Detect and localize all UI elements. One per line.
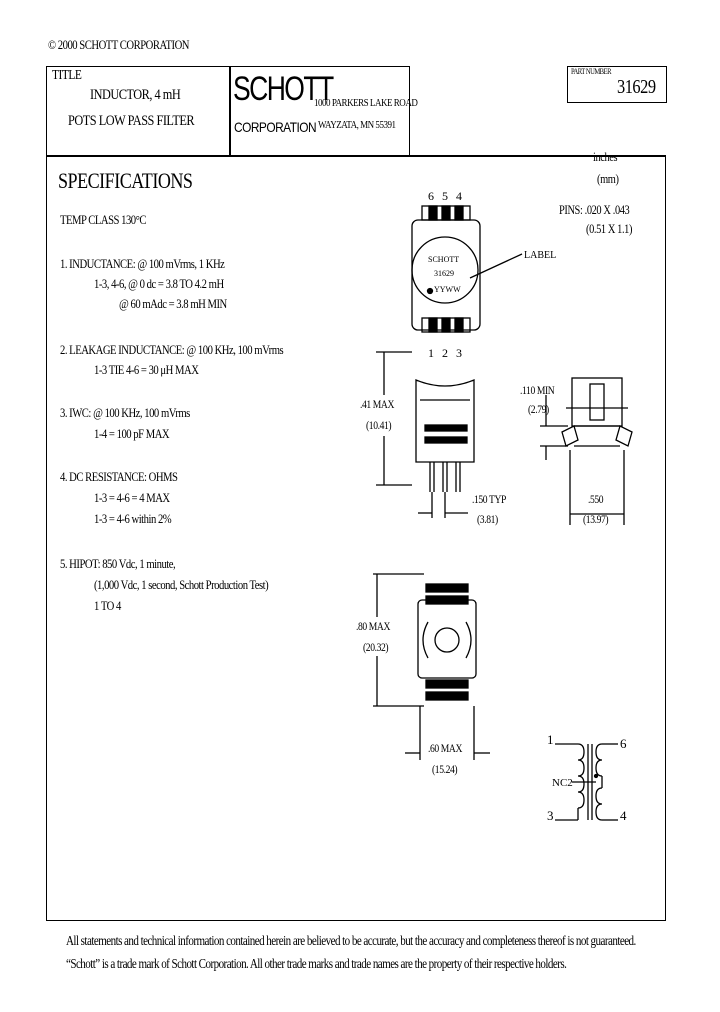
address-line-1: 1000 PARKERS LAKE ROAD (314, 97, 418, 109)
dim-width-in: .60 MAX (428, 741, 463, 755)
dim-pitch-mm: (3.81) (477, 512, 498, 526)
spec-2-line-1: 2. LEAKAGE INDUCTANCE: @ 100 KHz, 100 mV… (60, 342, 284, 357)
dim-height-in: .41 MAX (360, 397, 395, 411)
temp-class: TEMP CLASS 130°C (60, 212, 147, 227)
part-number-box (567, 66, 667, 103)
dim-row-spacing-in: .550 (588, 492, 604, 506)
specifications-panel (46, 156, 666, 921)
dim-pitch-in: .150 TYP (472, 492, 506, 506)
part-number-label: PART NUMBER (571, 67, 611, 76)
spec-5-line-2: (1,000 Vdc, 1 second, Schott Production … (94, 577, 269, 592)
spec-3-line-2: 1-4 = 100 pF MAX (94, 426, 170, 441)
pin-2-bottom: 2 (442, 346, 448, 360)
pin-4-top: 4 (456, 189, 462, 203)
dim-width-mm: (15.24) (432, 762, 458, 776)
spec-4-line-2: 1-3 = 4-6 = 4 MAX (94, 490, 170, 505)
side-view (376, 351, 475, 518)
spec-5-line-3: 1 TO 4 (94, 598, 121, 613)
spec-1-line-2: 1-3, 4-6, @ 0 dc = 3.8 TO 4.2 mH (94, 276, 224, 291)
title-line-2: POTS LOW PASS FILTER (68, 113, 195, 129)
corporation-label: CORPORATION (234, 119, 317, 135)
schott-logo: SCHOTT (233, 70, 334, 108)
dim-standoff-mm: (2.79) (528, 402, 549, 416)
copyright-notice: © 2000 SCHOTT CORPORATION (48, 37, 190, 52)
title-line-1: INDUCTOR, 4 mH (90, 87, 181, 103)
schematic-pin-6: 6 (620, 736, 627, 751)
units-inches: inches (593, 149, 618, 164)
label-line-3: YYWW (434, 285, 461, 294)
title-label: TITLE (52, 68, 82, 83)
label-callout: LABEL (524, 250, 556, 261)
dim-row-spacing-mm: (13.97) (583, 512, 609, 526)
address-line-2: WAYZATA, MN 55391 (318, 119, 396, 131)
specifications-heading: SPECIFICATIONS (58, 168, 193, 193)
transformer-schematic (555, 743, 618, 821)
part-number: 31629 (617, 76, 656, 98)
dim-height-mm: (10.41) (366, 418, 392, 432)
pins-note-mm: (0.51 X 1.1) (586, 221, 633, 236)
spec-5-line-1: 5. HIPOT: 850 Vdc, 1 minute, (60, 556, 176, 571)
units-mm: (mm) (597, 171, 619, 186)
title-block-divider (229, 66, 231, 156)
label-line-1: SCHOTT (428, 255, 459, 264)
pins-note-in: PINS: .020 X .043 (559, 202, 630, 217)
schematic-nc: NC2 (552, 777, 573, 789)
end-view (540, 377, 633, 525)
disclaimer-line-1: All statements and technical information… (66, 934, 636, 949)
schematic-pin-4: 4 (620, 808, 627, 823)
pin-1-bottom: 1 (428, 346, 434, 360)
spec-4-line-1: 4. DC RESISTANCE: OHMS (60, 469, 178, 484)
schematic-pin-3: 3 (547, 808, 554, 823)
pin-5-top: 5 (442, 189, 448, 203)
spec-1-line-3: @ 60 mAdc = 3.8 mH MIN (119, 296, 227, 311)
spec-2-line-2: 1-3 TIE 4-6 = 30 μH MAX (94, 362, 199, 377)
spec-3-line-1: 3. IWC: @ 100 KHz, 100 mVrms (60, 405, 190, 420)
spec-1-line-1: 1. INDUCTANCE: @ 100 mVrms, 1 KHz (60, 256, 225, 271)
dim-standoff-in: .110 MIN (520, 383, 555, 397)
title-block-bottom-rule (46, 155, 666, 157)
pin-6-top: 6 (428, 189, 434, 203)
spec-4-line-3: 1-3 = 4-6 within 2% (94, 511, 172, 526)
top-view (411, 205, 523, 333)
schematic-pin-1: 1 (547, 732, 554, 747)
dim-length-in: .80 MAX (356, 619, 391, 633)
label-line-2: 31629 (434, 269, 454, 278)
pin-3-bottom: 3 (456, 346, 462, 360)
bottom-view (373, 573, 490, 760)
dim-length-mm: (20.32) (363, 640, 389, 654)
disclaimer-line-2: “Schott” is a trade mark of Schott Corpo… (66, 957, 567, 972)
